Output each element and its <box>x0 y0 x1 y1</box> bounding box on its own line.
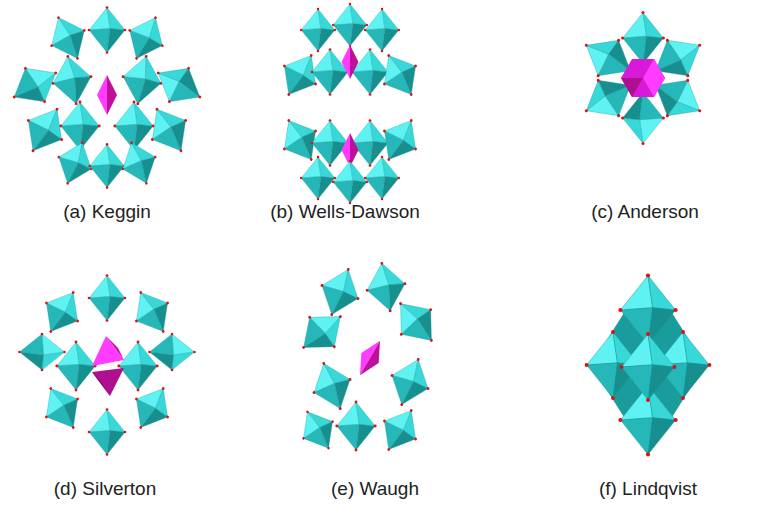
lindqvist-structure <box>585 273 712 456</box>
structure-label: (b) Wells-Dawson <box>270 201 420 224</box>
structure-label: (a) Keggin <box>63 201 151 224</box>
structure-label: (c) Anderson <box>591 201 699 224</box>
keggin-structure <box>3 6 212 191</box>
structure-label: (e) Waugh <box>331 478 419 501</box>
structure-label: (d) Silverton <box>54 478 156 501</box>
structure-label: (f) Lindqvist <box>599 478 697 501</box>
wells-dawson-structure <box>271 3 428 205</box>
silverton-structure <box>18 274 196 456</box>
anderson-structure <box>574 11 712 145</box>
waugh-structure <box>289 258 448 460</box>
